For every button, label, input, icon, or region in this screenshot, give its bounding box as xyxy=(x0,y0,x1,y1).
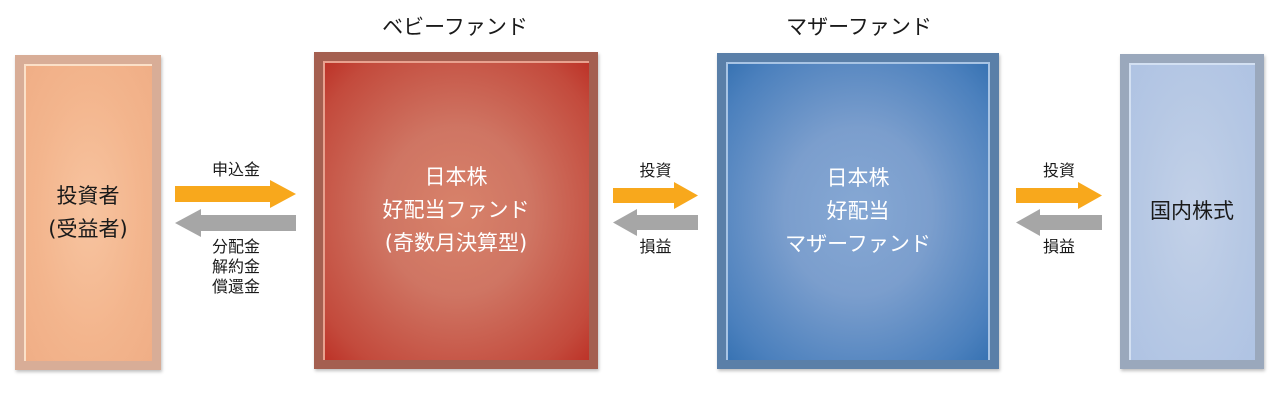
mother-fund-box-fill xyxy=(726,62,990,360)
distribution-redemption-label: 分配金 解約金 償還金 xyxy=(211,237,260,296)
domestic-stocks-box-fill xyxy=(1129,63,1255,360)
mother-fund-box: 日本株 好配当 マザーファンド xyxy=(717,53,999,369)
investor-box: 投資者 (受益者) xyxy=(15,55,161,370)
investment-arrow-2 xyxy=(1016,182,1102,209)
investor-box-fill xyxy=(24,64,152,361)
baby-fund-box: 日本株 好配当ファンド (奇数月決算型) xyxy=(314,52,598,369)
distribution-arrow xyxy=(175,209,296,237)
subscription-label: 申込金 xyxy=(211,160,260,179)
arrow-right-icon xyxy=(1016,182,1102,209)
profit-loss-label-1: 損益 xyxy=(639,237,672,256)
domestic-stocks-box: 国内株式 xyxy=(1120,54,1264,369)
arrow-left-icon xyxy=(1016,209,1102,236)
baby-fund-header: ベビーファンド xyxy=(382,15,528,39)
arrow-right-icon xyxy=(613,182,698,209)
investor-label: 投資者 (受益者) xyxy=(48,183,128,241)
investment-label-1: 投資 xyxy=(639,161,672,180)
arrow-left-icon xyxy=(175,209,296,237)
arrow-left-icon xyxy=(613,209,698,236)
mother-fund-header: マザーファンド xyxy=(786,15,932,39)
arrow-right-icon xyxy=(175,180,296,208)
profit-loss-label-2: 損益 xyxy=(1042,237,1075,256)
baby-fund-label: 日本株 好配当ファンド (奇数月決算型) xyxy=(382,165,530,255)
baby-fund-box-fill xyxy=(323,61,589,360)
profit-loss-arrow-1 xyxy=(613,209,698,236)
mother-fund-label: 日本株 好配当 マザーファンド xyxy=(785,165,931,256)
subscription-arrow xyxy=(175,180,296,208)
investment-arrow-1 xyxy=(613,182,698,209)
investment-label-2: 投資 xyxy=(1042,161,1075,180)
domestic-stocks-label: 国内株式 xyxy=(1150,199,1234,223)
profit-loss-arrow-2 xyxy=(1016,209,1102,236)
